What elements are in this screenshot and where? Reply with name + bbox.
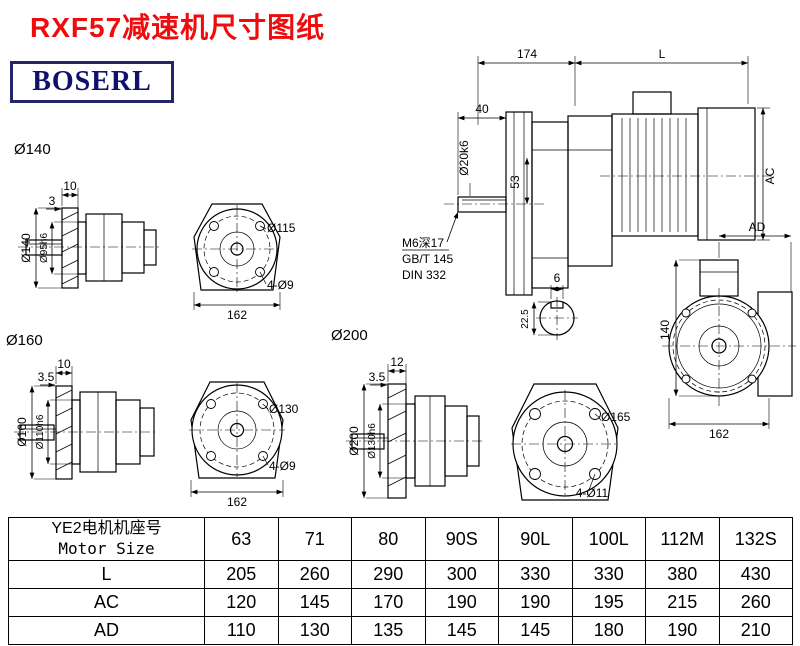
front-view-right: AD 140 162 — [658, 220, 796, 441]
dim-f160-spigot: Ø110h6 — [35, 414, 46, 449]
size-header-cell: 90L — [498, 517, 573, 561]
dim-f160-bolt-circle: Ø130 — [269, 402, 299, 416]
dim-40-label: 40 — [475, 102, 489, 116]
dim-value-cell: 145 — [424, 616, 499, 645]
brand-logo-box: BOSERL — [10, 61, 174, 103]
dim-value-cell: 330 — [498, 560, 573, 589]
size-header-cell: 112M — [645, 517, 720, 561]
note-tap-label: M6深17 — [402, 236, 444, 250]
row-label-cell: L — [8, 560, 205, 589]
dim-f200-12: 12 — [390, 355, 404, 369]
flange-140-group: Ø140 10 3 Ø140 — [14, 141, 296, 322]
dim-f160-od: Ø160 — [15, 417, 29, 447]
dim-value-cell: 170 — [351, 588, 426, 617]
technical-drawing: 174 L 40 Ø20k6 53 — [6, 47, 796, 509]
dim-f200-spigot: Ø130h6 — [367, 423, 378, 459]
dim-value-cell: 190 — [645, 616, 720, 645]
dim-f160-width: 162 — [227, 495, 247, 509]
motor-size-label-cn: YE2电机机座号 — [51, 520, 162, 537]
size-header-cell: 132S — [718, 517, 793, 561]
size-header-cell: 63 — [204, 517, 279, 561]
flange-160-title: Ø160 — [6, 332, 43, 349]
dim-f200-holes: 4-Ø11 — [576, 486, 609, 500]
motor-size-label-en: Motor Size — [58, 539, 155, 558]
brand-logo-text: BOSERL — [32, 66, 152, 97]
dim-value-cell: 205 — [204, 560, 279, 589]
dim-value-cell: 110 — [204, 616, 279, 645]
dim-162-right-label: 162 — [709, 427, 729, 441]
dim-f200-3-5: 3.5 — [369, 370, 386, 384]
dim-value-cell: 330 — [571, 560, 646, 589]
size-header-cell: 71 — [277, 517, 352, 561]
dim-value-cell: 260 — [277, 560, 352, 589]
note-gbt-label: GB/T 145 — [402, 252, 453, 266]
dim-f140-10: 10 — [63, 179, 77, 193]
dim-L-label: L — [659, 47, 666, 61]
dim-value-cell: 145 — [498, 616, 573, 645]
table-row-AC: AC 120 145 170 190 190 195 215 260 — [8, 588, 793, 617]
dim-f140-holes: 4-Ø9 — [267, 278, 294, 292]
dim-value-cell: 195 — [571, 588, 646, 617]
dim-value-cell: 190 — [424, 588, 499, 617]
flange-160-group: Ø160 10 3.5 Ø160 — [6, 332, 299, 509]
dim-f160-3-5: 3.5 — [38, 370, 55, 384]
size-header-cell: 90S — [424, 517, 499, 561]
dim-f140-bolt-circle: Ø115 — [267, 221, 296, 235]
dim-value-cell: 260 — [718, 588, 793, 617]
table-row-L: L 205 260 290 300 330 330 380 430 — [8, 560, 793, 589]
dimension-table: YE2电机机座号 Motor Size 63 71 80 90S 90L 100… — [8, 517, 793, 645]
flange-200-group: Ø200 12 3.5 Ø200 — [331, 327, 631, 501]
dim-f160-holes: 4-Ø9 — [269, 459, 296, 473]
main-side-view: 174 L 40 Ø20k6 53 — [402, 47, 777, 340]
dim-f200-od: Ø200 — [347, 426, 361, 456]
size-header-cell: 80 — [351, 517, 426, 561]
dim-value-cell: 210 — [718, 616, 793, 645]
dim-value-cell: 145 — [277, 588, 352, 617]
dim-f140-od: Ø140 — [19, 233, 33, 263]
size-header-cell: 100L — [571, 517, 646, 561]
dim-value-cell: 135 — [351, 616, 426, 645]
dim-f140-3: 3 — [49, 194, 56, 208]
flange-140-title: Ø140 — [14, 141, 51, 158]
dim-f140-width: 162 — [227, 308, 247, 322]
dim-53-label: 53 — [508, 175, 522, 189]
dim-value-cell: 180 — [571, 616, 646, 645]
dim-6-label: 6 — [554, 271, 561, 285]
dim-174-label: 174 — [517, 47, 537, 61]
row-label-cell: AD — [8, 616, 205, 645]
motor-size-header-cell: YE2电机机座号 Motor Size — [8, 517, 205, 561]
table-header-row: YE2电机机座号 Motor Size 63 71 80 90S 90L 100… — [8, 517, 793, 561]
dim-AD-label: AD — [749, 220, 766, 234]
dim-value-cell: 130 — [277, 616, 352, 645]
dim-value-cell: 300 — [424, 560, 499, 589]
dim-shaft-dia-label: Ø20k6 — [457, 140, 471, 176]
dim-f160-10: 10 — [57, 357, 71, 371]
dim-AC-label: AC — [763, 167, 777, 184]
page-title: RXF57减速机尺寸图纸 — [30, 12, 326, 43]
row-label-cell: AC — [8, 588, 205, 617]
dim-value-cell: 430 — [718, 560, 793, 589]
flange-200-title: Ø200 — [331, 327, 368, 344]
dim-22-5-label: 22.5 — [520, 309, 531, 329]
dim-value-cell: 380 — [645, 560, 720, 589]
dim-value-cell: 215 — [645, 588, 720, 617]
note-din-label: DIN 332 — [402, 268, 446, 282]
table-row-AD: AD 110 130 135 145 145 180 190 210 — [8, 616, 793, 645]
dim-value-cell: 290 — [351, 560, 426, 589]
dim-value-cell: 190 — [498, 588, 573, 617]
dim-value-cell: 120 — [204, 588, 279, 617]
dim-f140-spigot: Ø95h6 — [39, 233, 50, 263]
dim-f200-bolt-circle: Ø165 — [601, 410, 631, 424]
dim-140-label: 140 — [658, 320, 672, 340]
